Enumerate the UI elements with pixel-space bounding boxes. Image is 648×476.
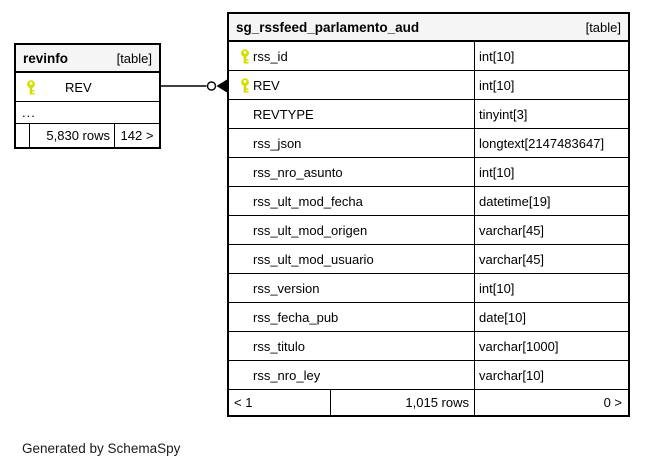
column-type: varchar[10] [479, 367, 545, 383]
column-row-rev: REV [16, 73, 159, 102]
column-type: longtext[2147483647] [479, 135, 605, 151]
column-type: varchar[1000] [479, 338, 559, 354]
column-type: int[10] [479, 77, 515, 93]
schemaspy-credit: Generated by SchemaSpy [22, 441, 181, 456]
column-name-cell: rss_ult_mod_fecha [229, 187, 475, 215]
column-name-cell: rss_ult_mod_usuario [229, 245, 475, 273]
column-name: REV [253, 77, 280, 93]
column-row: rss_json longtext[2147483647] [229, 129, 628, 158]
column-name-cell: rss_fecha_pub [229, 303, 475, 331]
parent-count [16, 124, 30, 147]
column-name-cell: REV [229, 71, 475, 99]
column-name-cell: rss_ult_mod_origen [229, 216, 475, 244]
crows-foot-arrow [216, 79, 227, 93]
column-type: int[10] [479, 280, 515, 296]
primary-key-icon [22, 79, 39, 95]
column-name: rss_nro_ley [253, 367, 321, 383]
primary-key-icon [236, 48, 253, 64]
table-footer: 5,830 rows 142 > [16, 124, 159, 147]
zero-or-one-circle [206, 81, 217, 91]
column-row: rss_ult_mod_usuario varchar[45] [229, 245, 628, 274]
row-count: 5,830 rows [30, 124, 115, 147]
column-name-cell: rss_id [229, 42, 475, 70]
column-row: rss_ult_mod_fecha datetime[19] [229, 187, 628, 216]
aud-columns: rss_id int[10] REV int[10] REVTYPE tinyi… [229, 42, 628, 390]
column-type: tinyint[3] [479, 106, 528, 122]
column-name-cell: REV [16, 73, 159, 101]
column-name: rss_ult_mod_origen [253, 222, 368, 238]
column-name-cell: rss_version [229, 274, 475, 302]
table-revinfo[interactable]: revinfo [table] REV ... 5,830 rows 142 > [14, 43, 161, 149]
column-type: int[10] [479, 164, 515, 180]
child-count: 142 > [120, 128, 154, 143]
column-row: rss_titulo varchar[1000] [229, 332, 628, 361]
table-footer: < 1 1,015 rows 0 > [229, 390, 628, 415]
column-row: rss_nro_ley varchar[10] [229, 361, 628, 390]
column-row: rss_version int[10] [229, 274, 628, 303]
column-name: rss_version [253, 280, 320, 296]
table-header[interactable]: revinfo [table] [16, 45, 159, 73]
column-name: rss_fecha_pub [253, 309, 339, 325]
table-type-badge: [table] [585, 19, 621, 35]
column-type: int[10] [479, 48, 515, 64]
column-name: REVTYPE [253, 106, 314, 122]
columns-truncated-indicator: ... [16, 102, 159, 124]
table-header[interactable]: sg_rssfeed_parlamento_aud [table] [229, 14, 628, 42]
column-row: rss_nro_asunto int[10] [229, 158, 628, 187]
column-name-cell: rss_nro_asunto [229, 158, 475, 186]
column-name-cell: rss_json [229, 129, 475, 157]
column-type: varchar[45] [479, 251, 545, 267]
column-name: REV [65, 79, 92, 95]
column-name: rss_ult_mod_usuario [253, 251, 374, 267]
column-name: rss_id [253, 48, 288, 64]
column-row: rss_ult_mod_origen varchar[45] [229, 216, 628, 245]
column-row: REV int[10] [229, 71, 628, 100]
column-row: REVTYPE tinyint[3] [229, 100, 628, 129]
primary-key-icon [236, 77, 253, 93]
table-name: sg_rssfeed_parlamento_aud [236, 19, 420, 35]
column-type: varchar[45] [479, 222, 545, 238]
child-count: 0 > [603, 395, 622, 410]
column-name-cell: rss_titulo [229, 332, 475, 360]
column-type: date[10] [479, 309, 526, 325]
table-sg-rssfeed-parlamento-aud[interactable]: sg_rssfeed_parlamento_aud [table] rss_id… [227, 12, 630, 417]
column-name: rss_titulo [253, 338, 306, 354]
table-type-badge: [table] [116, 50, 152, 66]
column-name: rss_json [253, 135, 302, 151]
column-type: datetime[19] [479, 193, 551, 209]
column-row: rss_fecha_pub date[10] [229, 303, 628, 332]
column-name: rss_nro_asunto [253, 164, 343, 180]
column-name-cell: rss_nro_ley [229, 361, 475, 389]
row-count: 1,015 rows [331, 390, 475, 415]
table-name: revinfo [23, 50, 69, 66]
column-name-cell: REVTYPE [229, 100, 475, 128]
column-row: rss_id int[10] [229, 42, 628, 71]
column-name: rss_ult_mod_fecha [253, 193, 363, 209]
parent-count: < 1 [229, 390, 331, 415]
